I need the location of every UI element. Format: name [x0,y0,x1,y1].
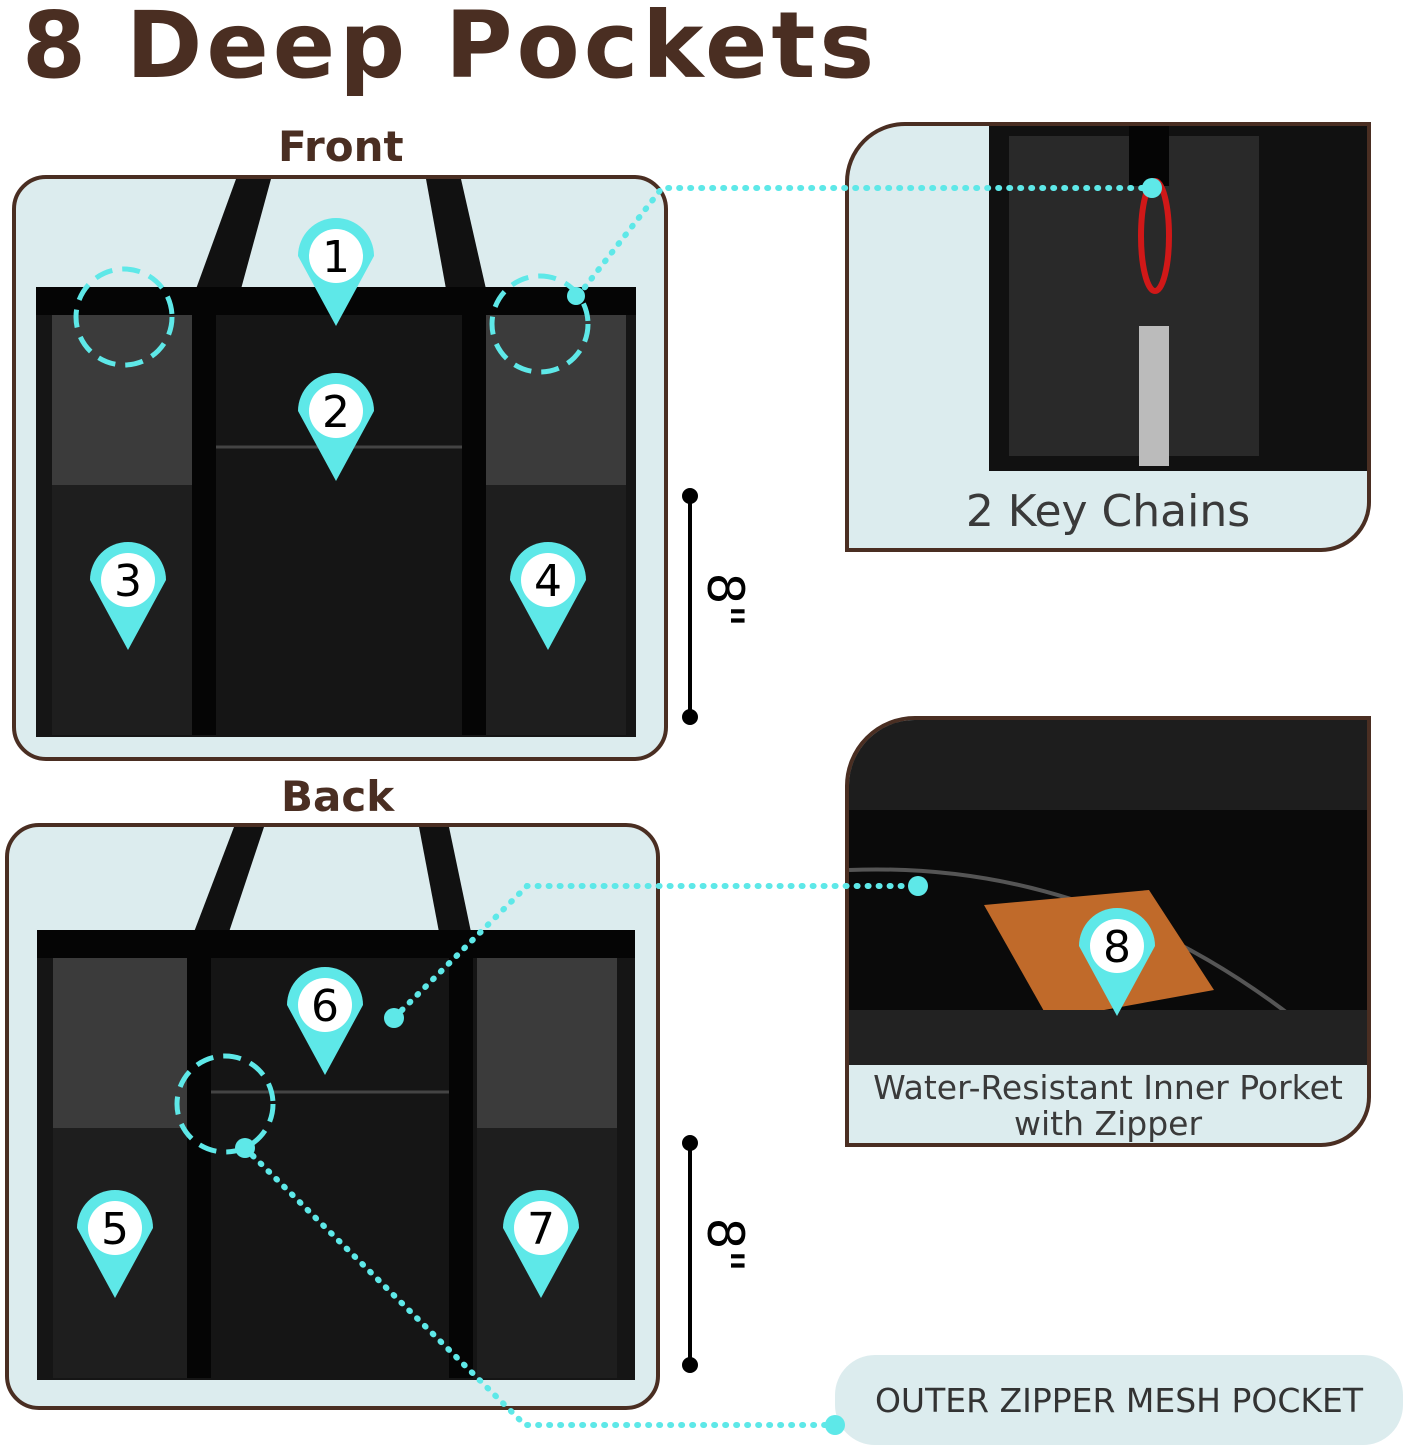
inner-pocket-photo [849,720,1367,1065]
outer-pocket-label: OUTER ZIPPER MESH POCKET [835,1355,1403,1445]
front-height-label: 8" [696,573,754,628]
pocket-pin-back-pins-0: 5 [77,1190,153,1298]
page-title: 8 Deep Pockets [22,0,879,99]
pin-number: 4 [534,556,562,607]
connector-inner-pocket [391,883,921,1021]
front-height-dimension [682,488,698,725]
back-panel [5,823,660,1410]
pin-number: 3 [114,556,142,607]
pin-number: 7 [527,1204,555,1255]
inner-pocket-caption: Water-Resistant Inner Porket with Zipper [849,1070,1367,1142]
keychain-highlight [489,273,591,375]
front-label: Front [278,122,404,171]
zipper-highlight [174,1053,276,1155]
back-bag-image [37,827,635,1380]
pin-number: 5 [101,1204,129,1255]
pocket-pin-back-pins-2: 7 [503,1190,579,1298]
pocket-pin-inner_pocket-pin: 8 [1079,908,1155,1016]
pocket-pin-front-pins-2: 3 [90,542,166,650]
back-label: Back [281,772,395,821]
pin-number: 6 [311,981,339,1032]
caption-line-2: with Zipper [1013,1104,1203,1143]
back-height-dimension [682,1135,698,1373]
key-chains-caption: 2 Key Chains [965,486,1251,537]
pocket-pin-front-pins-1: 2 [297,372,375,481]
back-height-label: 8" [696,1218,754,1273]
connector-keychain [575,185,1155,299]
caption-line-1: Water-Resistant Inner Porket [873,1068,1343,1107]
pin-number: 1 [322,232,350,283]
keychain-highlight [73,266,175,368]
pocket-pin-back-pins-1: 6 [287,966,363,1075]
pin-number: 2 [322,387,350,438]
front-bag-image [36,179,636,737]
pin-number: 8 [1103,922,1131,973]
connector-outer-pocket [242,1145,838,1428]
inner-pocket-panel: Water-Resistant Inner Porket with Zipper [845,716,1371,1147]
key-chains-panel: 2 Key Chains [845,122,1371,552]
keychain-photo [989,126,1367,471]
pocket-pin-front-pins-0: 1 [297,217,375,326]
pocket-pin-front-pins-3: 4 [510,542,586,650]
